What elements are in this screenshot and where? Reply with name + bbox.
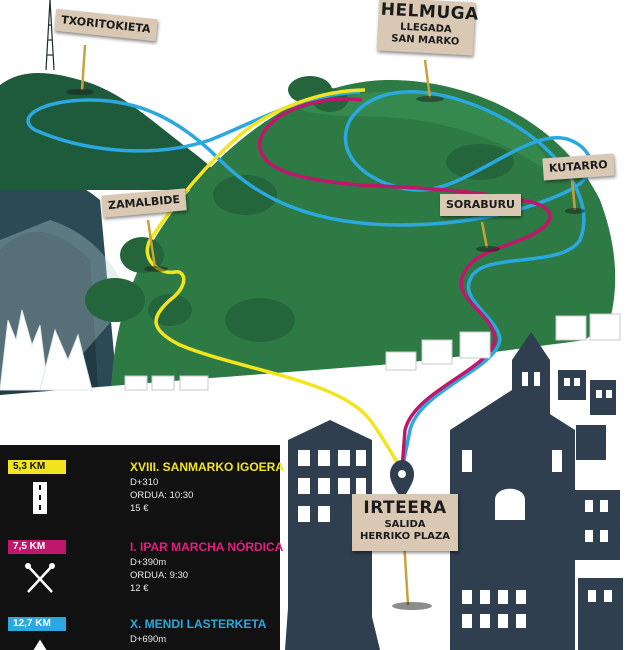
sign-irteera: IRTEERA SALIDA HERRIKO PLAZA [352,494,458,551]
route-elevation: D+690m [130,634,167,645]
magenta-route [258,97,552,471]
sign-helmuga-line2: SAN MARKO [391,33,460,49]
route-item: 12,7 KM X. MENDI LASTERKETA D+690m [8,617,274,650]
route-time: ORDUA: 10:30 [130,490,194,501]
route-elevation: D+390m [130,557,167,568]
route-legend: 5,3 KM XVIII. SANMARKO IGOERA D+310 ORDU… [0,445,284,650]
route-distance-badge: 7,5 KM [8,540,66,554]
blue-route [26,90,593,471]
radio-tower [45,0,55,71]
sign-helmuga-title: HELMUGA [380,0,480,25]
route-title: I. IPAR MARCHA NÓRDICA [130,540,284,554]
route-title: XVIII. SANMARKO IGOERA [130,460,285,474]
route-elevation: D+310 [130,477,159,488]
sign-irteera-line2: HERRIKO PLAZA [359,531,451,543]
sign-helmuga: HELMUGA LLEGADA SAN MARKO [376,0,480,56]
sign-soraburu: SORABURU [440,194,521,216]
mountain-icon [33,639,47,650]
sign-irteera-line1: SALIDA [384,518,426,530]
nordic-poles-icon [25,563,55,593]
route-item: 5,3 KM XVIII. SANMARKO IGOERA D+310 ORDU… [8,460,284,540]
route-time: ORDUA: 9:30 [130,570,189,581]
yellow-route [145,88,404,472]
sign-poles [80,44,577,606]
route-price: 12 € [130,583,149,594]
road-icon [33,482,47,514]
route-title: X. MENDI LASTERKETA [130,617,267,631]
route-distance-badge: 5,3 KM [8,460,66,474]
sign-irteera-title: IRTEERA [363,498,447,518]
route-distance-badge: 12,7 KM [8,617,66,631]
distant-buildings [124,313,621,391]
building-windows [298,372,612,628]
route-item: 7,5 KM I. IPAR MARCHA NÓRDICA D+390m ORD… [8,540,283,620]
route-price: 15 € [130,503,149,514]
start-pin-icon [390,460,414,500]
